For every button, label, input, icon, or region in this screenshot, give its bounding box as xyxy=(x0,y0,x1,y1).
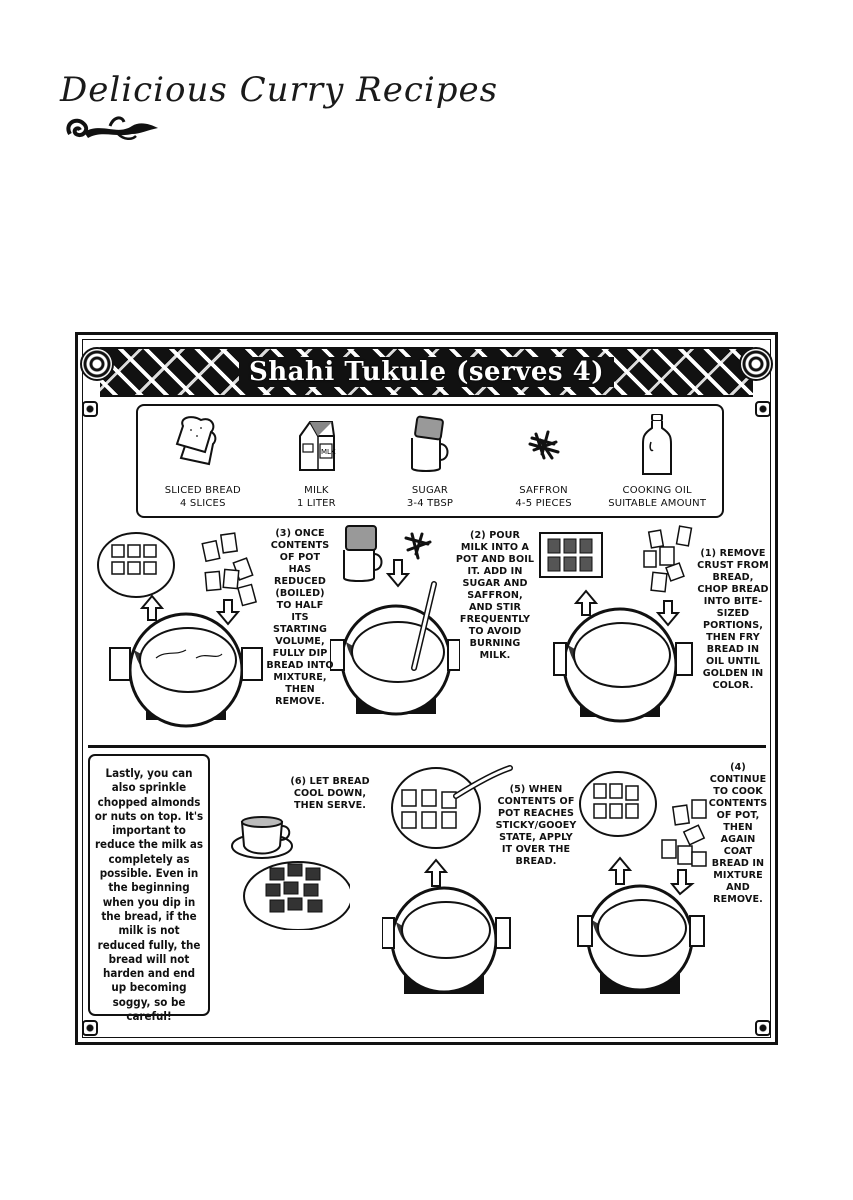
step-5-illustration xyxy=(382,765,513,994)
corner-ornament-icon xyxy=(739,347,773,381)
step-3-illustration xyxy=(97,532,263,728)
step-4-illustration xyxy=(577,771,707,994)
oil-bottle-icon xyxy=(642,414,673,475)
step-3-text: (3) Once contents of pot has reduced (bo… xyxy=(266,528,334,707)
corner-ornament-icon xyxy=(755,1020,771,1036)
corner-ornament-icon xyxy=(80,347,114,381)
recipe-title-banner: Shahi Tukule (serves 4) xyxy=(100,347,753,397)
svg-text:MLK: MLK xyxy=(321,448,336,456)
step-2-illustration xyxy=(330,525,460,716)
ingredient-item: Cooking Oil Suitable Amount xyxy=(602,414,712,510)
sugar-jar-icon xyxy=(410,415,449,472)
recipe-panel: Shahi Tukule (serves 4) xyxy=(75,332,778,1045)
saffron-icon xyxy=(528,430,560,460)
step-1-text: (1) Remove crust from bread, chop bread … xyxy=(697,548,769,691)
corner-ornament-icon xyxy=(755,401,771,417)
milk-carton-icon: MLK xyxy=(299,421,336,471)
page-title: Delicious Curry Recipes xyxy=(60,70,499,110)
step-2-text: (2) Pour milk into a pot and boil it. Ad… xyxy=(455,530,535,661)
corner-ornament-icon xyxy=(82,1020,98,1036)
ingredients-box: Sliced Bread 4 Slices MLK Milk 1 Liter S… xyxy=(136,404,724,518)
step-1-illustration xyxy=(539,525,693,723)
tip-note-box: Lastly, you can also sprinkle chopped al… xyxy=(88,754,210,1023)
flourish-ornament-icon xyxy=(66,116,158,140)
ingredient-item: Saffron 4-5 Pieces xyxy=(489,414,599,510)
bread-slices-icon xyxy=(175,416,217,466)
step-5-text: (5) When contents of pot reaches sticky/… xyxy=(495,784,577,867)
ingredient-item: MLK Milk 1 Liter xyxy=(261,414,371,510)
ingredient-item: Sugar 3-4 TBSP xyxy=(375,414,485,510)
step-4-text: (4) continue to cook contents of pot, th… xyxy=(708,762,768,905)
step-6-illustration xyxy=(231,816,350,930)
corner-ornament-icon xyxy=(82,401,98,417)
ingredient-item: Sliced Bread 4 Slices xyxy=(148,414,258,510)
step-6-text: (6) Let bread cool down, then serve. xyxy=(290,776,370,811)
recipe-title: Shahi Tukule (serves 4) xyxy=(238,357,615,387)
section-divider xyxy=(88,745,766,748)
